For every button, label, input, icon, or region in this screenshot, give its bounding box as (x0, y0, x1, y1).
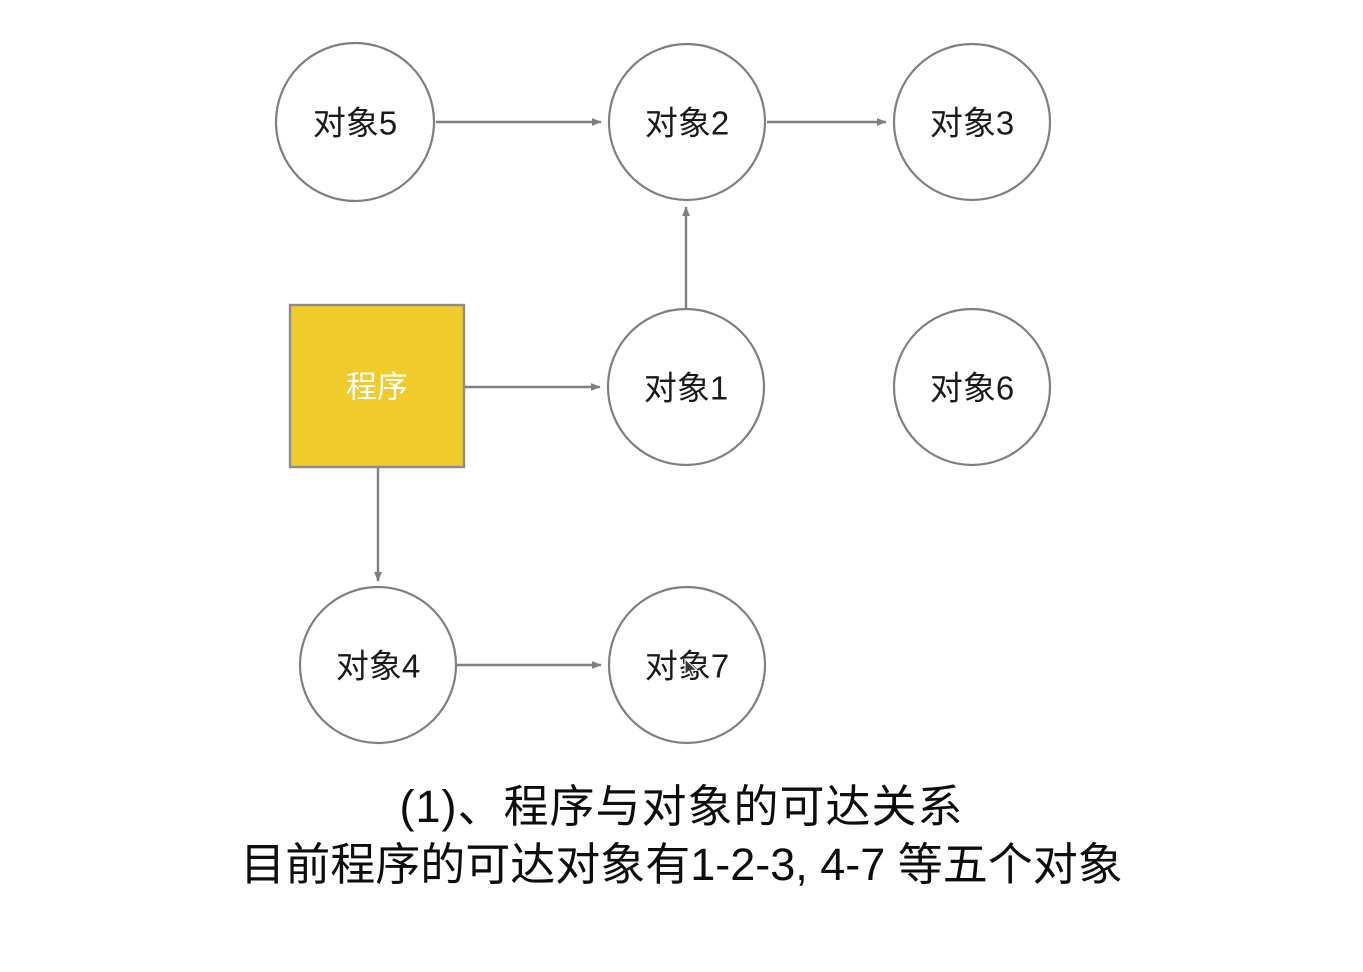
node-obj7-label: 对象7 (645, 648, 729, 685)
node-obj5-label: 对象5 (313, 105, 397, 142)
node-obj1[interactable]: 对象1 (606, 307, 766, 467)
node-program[interactable]: 程序 (288, 303, 466, 469)
reachability-graph: 程序 对象5 对象2 对象3 对象1 对象6 对象4 (274, 41, 1052, 745)
node-obj2-shape[interactable] (607, 42, 767, 202)
node-obj3-label: 对象3 (930, 105, 1014, 142)
node-obj4-shape[interactable] (298, 585, 458, 745)
node-program-label: 程序 (346, 370, 408, 405)
caption-line-1: (1)、程序与对象的可达关系 (399, 781, 964, 832)
node-obj1-shape[interactable] (606, 307, 766, 467)
node-obj4[interactable]: 对象4 (298, 585, 458, 745)
node-obj2[interactable]: 对象2 (607, 42, 767, 202)
caption-line-2: 目前程序的可达对象有1-2-3, 4-7 等五个对象 (240, 838, 1123, 890)
node-obj3[interactable]: 对象3 (892, 42, 1052, 202)
node-obj6[interactable]: 对象6 (892, 307, 1052, 467)
node-obj5[interactable]: 对象5 (274, 41, 436, 203)
node-obj6-shape[interactable] (892, 307, 1052, 467)
node-obj6-label: 对象6 (930, 370, 1014, 407)
node-obj2-label: 对象2 (645, 105, 729, 142)
node-obj4-label: 对象4 (336, 648, 420, 685)
node-obj7[interactable]: 对象7 (607, 585, 767, 745)
edge-group (374, 118, 887, 669)
node-obj1-label: 对象1 (644, 370, 728, 407)
node-program-shape[interactable] (288, 303, 466, 469)
node-obj3-shape[interactable] (892, 42, 1052, 202)
node-obj5-shape[interactable] (274, 41, 436, 203)
caption-block: (1)、程序与对象的可达关系 目前程序的可达对象有1-2-3, 4-7 等五个对… (0, 778, 1363, 893)
